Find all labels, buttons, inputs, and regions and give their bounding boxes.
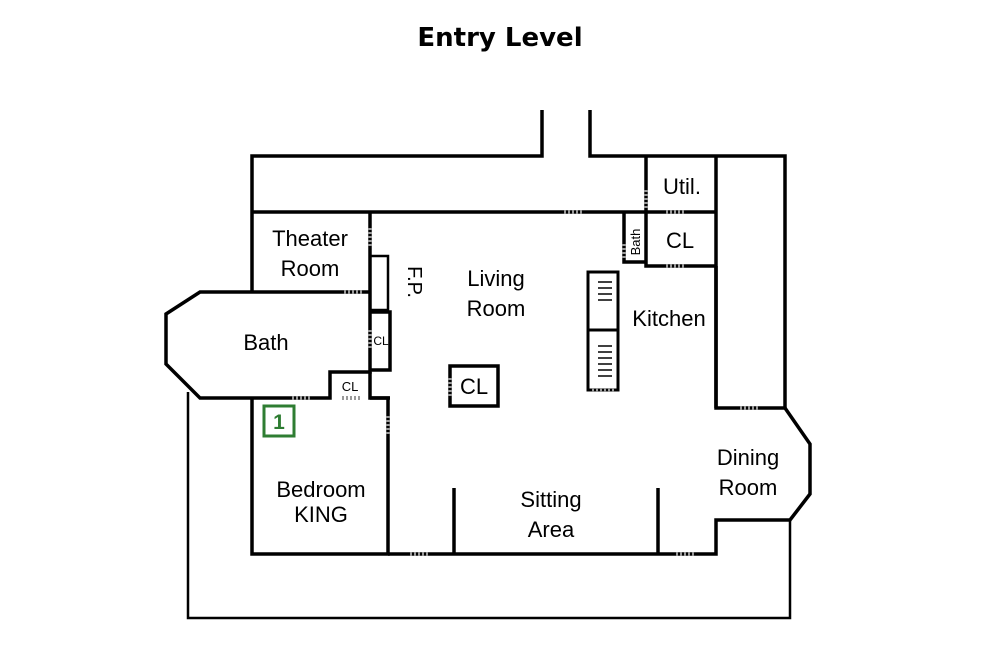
dining-room-label-2: Room — [719, 475, 778, 500]
stairs-upper — [586, 270, 620, 332]
door-openings — [292, 190, 758, 556]
bath-closet — [370, 310, 392, 372]
dining-room-label-1: Dining — [717, 445, 779, 470]
util-closet-wall — [714, 156, 785, 410]
cl-box-2 — [368, 372, 390, 400]
cl-upper-label: CL — [666, 228, 694, 253]
bath-label: Bath — [243, 330, 288, 355]
bath-outline — [164, 290, 372, 400]
cl-upper-wall — [644, 212, 716, 268]
center-closet-label: CL — [460, 374, 488, 399]
room-labels: Util. CL Bath Theater Room F.P. Living R… — [243, 174, 779, 542]
theater-room-label-1: Theater — [272, 226, 348, 251]
util-label: Util. — [663, 174, 701, 199]
entry-corridor-wall-left — [250, 110, 544, 292]
closet-label-2: CL — [342, 379, 359, 394]
small-bath-wall — [622, 212, 646, 264]
deck-outline — [186, 392, 792, 620]
living-room-label-1: Living — [467, 266, 524, 291]
fireplace-label: F.P. — [403, 266, 425, 298]
entry-corridor-wall-right — [588, 110, 787, 408]
bedroom-number-badge: 1 — [262, 404, 296, 438]
stair-treads — [598, 281, 612, 377]
sitting-area-label-1: Sitting — [520, 487, 581, 512]
small-bath-label: Bath — [628, 229, 643, 256]
stairs-lower — [586, 328, 620, 392]
bedroom-label-1: Bedroom — [276, 477, 365, 502]
theater-room-label-2: Room — [281, 256, 340, 281]
bedroom-label-2: KING — [294, 502, 348, 527]
sitting-area-label-2: Area — [528, 517, 575, 542]
bedroom-number-text: 1 — [273, 411, 285, 434]
kitchen-label: Kitchen — [632, 306, 705, 331]
floor-title: Entry Level — [417, 23, 582, 53]
living-room-label-2: Room — [467, 296, 526, 321]
fireplace — [368, 254, 390, 312]
bath-closet-label: CL — [373, 334, 389, 348]
